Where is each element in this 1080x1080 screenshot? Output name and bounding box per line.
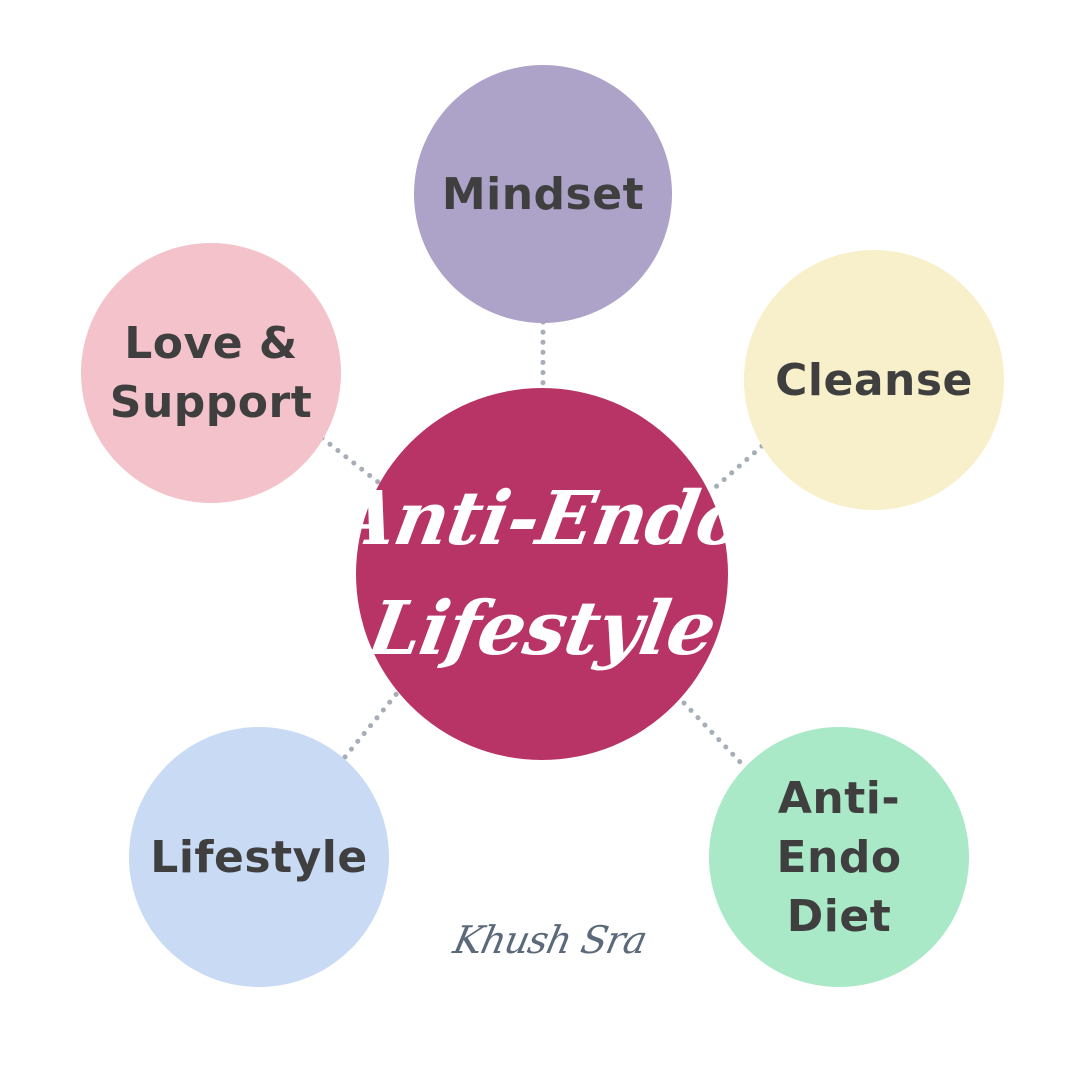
connector-cleanse <box>707 443 765 495</box>
node-anti-endo-diet: Anti- Endo Diet <box>709 727 969 987</box>
hub-circle: Anti-Endo Lifestyle <box>331 388 753 760</box>
author-signature: Khush Sra <box>449 918 651 962</box>
hub-title-line-2: Lifestyle <box>362 586 722 672</box>
node-cleanse-label: Cleanse <box>775 354 973 406</box>
connector-diet <box>681 700 745 767</box>
node-mindset-label: Mindset <box>441 168 645 220</box>
node-lifestyle-label: Lifestyle <box>150 831 368 883</box>
node-lifestyle: Lifestyle <box>129 727 389 987</box>
node-love-support: Love & Support <box>81 243 341 503</box>
node-cleanse: Cleanse <box>744 250 1004 510</box>
node-anti-endo-diet-label: Anti- Endo Diet <box>776 772 902 942</box>
node-mindset: Mindset <box>414 65 672 323</box>
hub-title-line-1: Anti-Endo <box>331 476 753 562</box>
connector-lifestyle <box>342 689 401 760</box>
connector-love <box>319 435 381 485</box>
node-love-support-label: Love & Support <box>109 318 313 428</box>
